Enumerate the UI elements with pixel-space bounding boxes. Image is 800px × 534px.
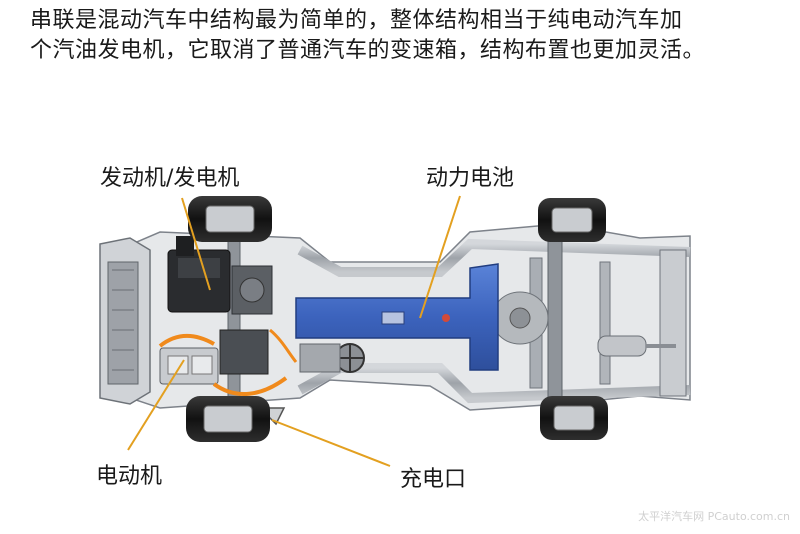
- leader-engine: [181, 197, 211, 291]
- rear-left-tire: [538, 198, 606, 242]
- charge-port-label: 充电口: [400, 467, 467, 492]
- engine-generator-unit: [167, 236, 273, 315]
- watermark: 太平洋汽车网 PCauto.com.cn: [638, 510, 790, 523]
- leader-port: [271, 419, 391, 467]
- front-left-tire: [188, 196, 272, 242]
- engine-generator-label: 发动机/发电机: [100, 166, 240, 191]
- rear-right-tire: [540, 396, 608, 440]
- caption-line-2: 个汽油发电机，它取消了普通汽车的变速箱，结构布置也更加灵活。: [30, 38, 706, 63]
- center-tunnel: [299, 343, 365, 373]
- caption-line-1: 串联是混动汽车中结构最为简单的，整体结构相当于纯电动汽车加: [30, 8, 683, 33]
- caption: 串联是混动汽车中结构最为简单的，整体结构相当于纯电动汽车加 个汽油发电机，它取消…: [30, 6, 790, 66]
- leader-motor: [127, 359, 185, 451]
- electric-motor-unit: [158, 328, 298, 396]
- battery-label: 动力电池: [426, 166, 515, 191]
- leader-battery: [419, 195, 461, 319]
- electric-motor-label: 电动机: [96, 464, 163, 489]
- leader-lines: [127, 195, 461, 467]
- front-right-tire: [186, 396, 270, 442]
- battery-pack: [295, 263, 499, 371]
